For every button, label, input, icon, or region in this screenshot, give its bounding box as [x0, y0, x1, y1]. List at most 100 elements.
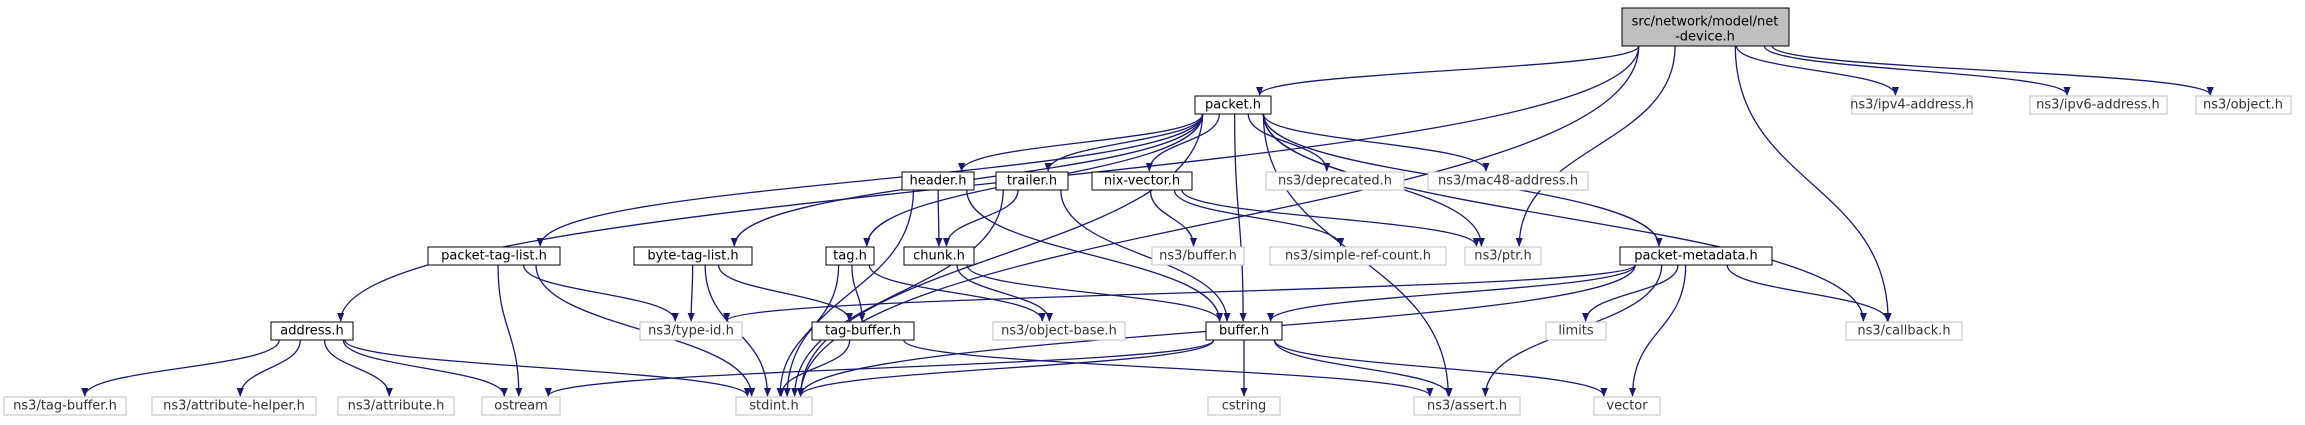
- edge-buffer-to-vector: [1273, 339, 1608, 397]
- node-nix-vector-h[interactable]: nix-vector.h: [1091, 171, 1193, 191]
- node-address-h[interactable]: address.h: [270, 321, 354, 341]
- node-ns3-type-id-h[interactable]: ns3/type-id.h: [639, 321, 743, 341]
- edge-packet-to-mac48_address: [1262, 113, 1490, 172]
- edge-packet-to-header: [958, 113, 1204, 172]
- node-label: ns3/type-id.h: [648, 324, 734, 339]
- node-label: ns3/attribute.h: [348, 399, 445, 414]
- node-packet-metadata-h[interactable]: packet-metadata.h: [1619, 246, 1773, 266]
- node-ns3-attribute-h[interactable]: ns3/attribute.h: [337, 396, 455, 416]
- edge-root-to-ipv4_address: [1735, 45, 1900, 96]
- node-label: packet-metadata.h: [1634, 249, 1758, 264]
- edge-root-to-address: [337, 45, 1640, 322]
- edge-packet_metadata-to-vector: [1628, 264, 1687, 397]
- node-ns3-ipv6-address-h[interactable]: ns3/ipv6-address.h: [2029, 95, 2168, 115]
- node-ostream[interactable]: ostream: [481, 396, 561, 416]
- node-label: ns3/simple-ref-count.h: [1285, 249, 1431, 264]
- edge-packet-to-stdint: [797, 113, 1204, 397]
- edge-nix_vector-to-ns3_buffer: [1149, 189, 1198, 247]
- edge-address-to-attribute_helper: [236, 339, 301, 397]
- edge-packet_metadata-to-type_id: [723, 264, 1636, 322]
- edge-header-to-stdint: [783, 189, 915, 397]
- edge-buffer-to-ostream: [544, 339, 1215, 397]
- edge-chunk-to-buffer: [966, 264, 1224, 322]
- node-label: header.h: [910, 174, 967, 189]
- node-label: chunk.h: [913, 249, 965, 264]
- node-trailer-h[interactable]: trailer.h: [995, 171, 1069, 191]
- edges-layer: [81, 45, 2214, 397]
- edge-packet-to-nix_vector: [1145, 113, 1220, 172]
- node-label: vector: [1606, 399, 1648, 414]
- edge-packet-to-deprecated: [1247, 113, 1331, 172]
- node-label: ns3/ipv4-address.h: [1850, 98, 1974, 113]
- edge-packet_metadata-to-buffer: [1267, 264, 1636, 322]
- node-chunk-h[interactable]: chunk.h: [903, 246, 975, 266]
- node-limits[interactable]: limits: [1545, 321, 1607, 341]
- edge-packet-to-packet_tag_list: [536, 113, 1204, 247]
- edge-root-to-ptr: [1515, 45, 1676, 247]
- edge-tag_buffer-to-stdint: [777, 339, 851, 397]
- edge-address-to-stdint: [344, 339, 751, 397]
- edge-header-to-chunk: [935, 189, 943, 247]
- node-net-device-h[interactable]: src/network/model/net -device.h: [1621, 7, 1790, 47]
- edge-root-to-callback: [1734, 45, 1892, 322]
- node-label: ns3/buffer.h: [1159, 249, 1237, 264]
- node-ns3-object-base-h[interactable]: ns3/object-base.h: [992, 321, 1126, 341]
- node-packet-tag-list-h[interactable]: packet-tag-list.h: [427, 246, 561, 266]
- edge-nix_vector-to-ptr: [1181, 189, 1480, 247]
- node-ns3-simple-ref-count-h[interactable]: ns3/simple-ref-count.h: [1269, 246, 1447, 266]
- node-label: packet.h: [1205, 98, 1261, 113]
- edge-packet-to-trailer: [1044, 113, 1204, 172]
- node-label: trailer.h: [1007, 174, 1057, 189]
- nodes-layer: src/network/model/net -device.h packet.h…: [3, 7, 2292, 416]
- node-label: ns3/deprecated.h: [1278, 174, 1392, 189]
- node-ns3-ptr-h[interactable]: ns3/ptr.h: [1464, 246, 1542, 266]
- edge-tag-to-object_base: [868, 264, 1046, 322]
- node-tag-h[interactable]: tag.h: [825, 246, 875, 266]
- edge-trailer-to-buffer: [1060, 189, 1231, 322]
- edge-packet_metadata-to-limits: [1582, 264, 1679, 322]
- node-label: stdint.h: [749, 399, 798, 414]
- node-label: tag.h: [833, 249, 867, 264]
- edge-tag-to-stdint: [776, 264, 840, 397]
- node-label: ns3/callback.h: [1857, 324, 1950, 339]
- node-label: buffer.h: [1219, 324, 1269, 339]
- node-vector[interactable]: vector: [1593, 396, 1661, 416]
- node-ns3-object-h[interactable]: ns3/object.h: [2195, 95, 2292, 115]
- edge-tag-to-tag_buffer: [851, 264, 866, 322]
- edge-packet_tag_list-to-ostream: [497, 264, 523, 397]
- node-byte-tag-list-h[interactable]: byte-tag-list.h: [633, 246, 753, 266]
- node-label: tag-buffer.h: [825, 324, 901, 339]
- edge-buffer-to-stdint: [797, 339, 1215, 397]
- node-ns3-tag-buffer-h[interactable]: ns3/tag-buffer.h: [3, 396, 127, 416]
- node-ns3-mac48-address-h[interactable]: ns3/mac48-address.h: [1427, 171, 1589, 191]
- edge-address-to-attribute: [323, 339, 393, 397]
- edge-header-to-buffer: [966, 189, 1224, 322]
- node-ns3-assert-h[interactable]: ns3/assert.h: [1413, 396, 1521, 416]
- node-ns3-attribute-helper-h[interactable]: ns3/attribute-helper.h: [151, 396, 317, 416]
- node-buffer-h[interactable]: buffer.h: [1205, 321, 1283, 341]
- edge-packet_tag_list-to-type_id: [522, 264, 679, 322]
- node-label: byte-tag-list.h: [647, 249, 738, 264]
- node-ns3-buffer-h[interactable]: ns3/buffer.h: [1151, 246, 1245, 266]
- node-label: ns3/object.h: [2203, 98, 2283, 113]
- node-label-line1: src/network/model/net: [1632, 15, 1779, 30]
- node-tag-buffer-h[interactable]: tag-buffer.h: [811, 321, 915, 341]
- edge-byte_tag_list-to-type_id: [687, 264, 695, 322]
- node-label: ns3/attribute-helper.h: [163, 399, 305, 414]
- edge-packet-to-callback: [1262, 113, 1867, 322]
- node-label: ns3/ipv6-address.h: [2036, 98, 2160, 113]
- edge-root-to-ipv6_address: [1763, 45, 2071, 96]
- node-stdint-h[interactable]: stdint.h: [735, 396, 813, 416]
- node-ns3-callback-h[interactable]: ns3/callback.h: [1845, 321, 1963, 341]
- node-header-h[interactable]: header.h: [901, 171, 975, 191]
- node-ns3-deprecated-h[interactable]: ns3/deprecated.h: [1265, 171, 1405, 191]
- edge-address-to-ostream: [342, 339, 508, 397]
- node-label-line2: -device.h: [1675, 30, 1735, 45]
- node-ns3-ipv4-address-h[interactable]: ns3/ipv4-address.h: [1850, 95, 1974, 115]
- node-label: ns3/mac48-address.h: [1438, 174, 1578, 189]
- edge-root-to-packet: [1256, 45, 1640, 96]
- edge-packet_metadata-to-callback: [1726, 264, 1891, 322]
- node-label: ns3/assert.h: [1427, 399, 1507, 414]
- node-packet-h[interactable]: packet.h: [1194, 95, 1272, 115]
- node-cstring[interactable]: cstring: [1207, 396, 1281, 416]
